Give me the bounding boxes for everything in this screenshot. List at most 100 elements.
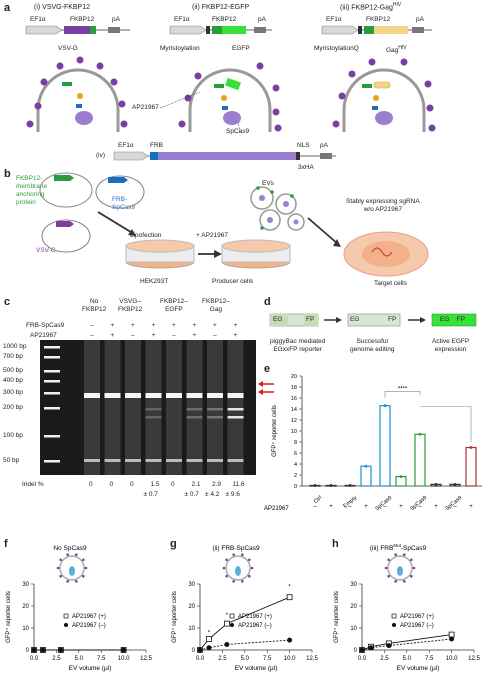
row1-sign: + (172, 322, 176, 329)
gel-band-main (186, 393, 203, 398)
bar (379, 405, 391, 487)
x-tick-label: 0.0 (358, 656, 367, 662)
chart-title-text: No SpCas9 (53, 545, 87, 552)
edited-fp: FP (388, 316, 397, 323)
series-point (206, 645, 212, 651)
red-arrows (258, 381, 274, 395)
y-tick-label: 6 (294, 451, 297, 457)
panel-letter-f: f (4, 538, 8, 550)
x-tick-label: 5.0 (75, 656, 84, 662)
row1-sign: + (131, 322, 135, 329)
series-point (31, 647, 37, 653)
ev-cargo (235, 566, 241, 576)
ev-spike (75, 580, 78, 583)
panel-b-graphics (39, 172, 429, 277)
panel-letter-a: a (4, 2, 11, 14)
construct-ii-title: (ii) FKBP12-EGFP (192, 4, 250, 11)
caption-1: piggyBac mediated EGxxFP reporter (270, 338, 326, 353)
legend-label: AP21967 (–) (400, 623, 434, 629)
indel-value: 0 (171, 481, 175, 488)
ap-sign: – (313, 504, 317, 510)
row1-sign: + (233, 322, 238, 329)
y-tick-label: 0 (354, 648, 358, 654)
lipofection-label: Lipofection (130, 232, 162, 239)
reporter-diagram (269, 313, 477, 327)
gel-band-cleaved (186, 408, 203, 411)
ev-spike (225, 574, 228, 578)
x-tick-label: 12.5 (306, 656, 318, 662)
ev-spike (82, 574, 85, 578)
egfp-label: EGFP (232, 45, 250, 52)
x-tick-label: 12.5 (140, 656, 152, 662)
indel-value: 0 (130, 481, 134, 488)
gel-band-low (125, 459, 141, 462)
series-point (287, 637, 293, 643)
ev-spike (66, 580, 69, 583)
panel-letter-b: b (4, 168, 11, 180)
cargo-ii (214, 77, 241, 125)
gene-label: FKBP12 (70, 16, 95, 23)
construct-ii-bar (169, 25, 272, 35)
series-point (448, 631, 455, 638)
ap-row-label: AP21967 (264, 506, 289, 512)
gel-band-cleaved (207, 416, 223, 419)
bar-point (469, 446, 473, 449)
bar-point (453, 482, 457, 486)
series-point (206, 636, 212, 642)
series-line (361, 638, 452, 651)
ev-spike (403, 553, 406, 556)
row2-sign: + (233, 332, 238, 339)
y-tick-label: 2 (294, 473, 297, 479)
ladder-band (44, 370, 60, 373)
row2-sign: + (110, 332, 115, 339)
panel-letter-c: c (4, 296, 11, 308)
indel-value: 0 (89, 481, 93, 488)
ev-spike (75, 553, 78, 556)
row2-label: AP21967 (30, 332, 57, 339)
ap-sign: + (434, 504, 438, 510)
evs-label: EVs (262, 180, 274, 187)
row2-sign: + (192, 332, 197, 339)
active-egfp: EG FP (440, 316, 465, 323)
panel-letter-h: h (332, 538, 339, 550)
ap-sign: – (348, 504, 352, 510)
x-tick-label: 2.5 (52, 656, 61, 662)
ev-spike (241, 553, 244, 556)
bar-point (434, 482, 438, 486)
ladder-band (44, 380, 60, 383)
legend-label: AP21967 (+) (400, 614, 434, 620)
indel-value: 2.1 (191, 481, 201, 488)
gel-band-main (125, 393, 141, 398)
x-tick-label: 7.5 (425, 656, 434, 662)
chart-title-text: (ii) FRB-SpCas9 (212, 545, 260, 552)
series-point (197, 647, 203, 653)
target-text: Stably expressing sgRNA w/o AP21967 (346, 198, 420, 213)
caption-3: Active EGFP expression (432, 338, 470, 353)
gel-band-main (227, 393, 244, 398)
ev-spike (56, 566, 60, 570)
significance-star: * (288, 584, 291, 590)
ev-spike (82, 558, 85, 562)
vesicle-iii (342, 68, 426, 132)
indel-value: 1.5 (150, 481, 160, 488)
ev-spike (387, 574, 390, 578)
construct-i-bar (25, 25, 130, 35)
ev-cargo (397, 566, 403, 576)
indel-label: Indel % (22, 481, 44, 488)
indel-sd: ± 4.2 (205, 491, 220, 498)
gel-band-main (166, 393, 182, 398)
pa-label: pA (320, 142, 328, 149)
ladder-band (44, 346, 60, 349)
x-tick-label: 2.5 (218, 656, 227, 662)
y-tick-label: 10 (291, 429, 297, 435)
chart-title: No SpCas9 (53, 545, 87, 552)
row1-label: FRB-SpCas9 (26, 322, 65, 329)
gag-label: GagHIV (386, 45, 407, 55)
y-tick-label: 30 (22, 582, 29, 588)
ap-sign: – (418, 504, 422, 510)
series-point (224, 642, 230, 647)
y-axis-label: GFP⁺ reporter cells (171, 591, 178, 643)
indel-value: 2.9 (212, 481, 222, 488)
